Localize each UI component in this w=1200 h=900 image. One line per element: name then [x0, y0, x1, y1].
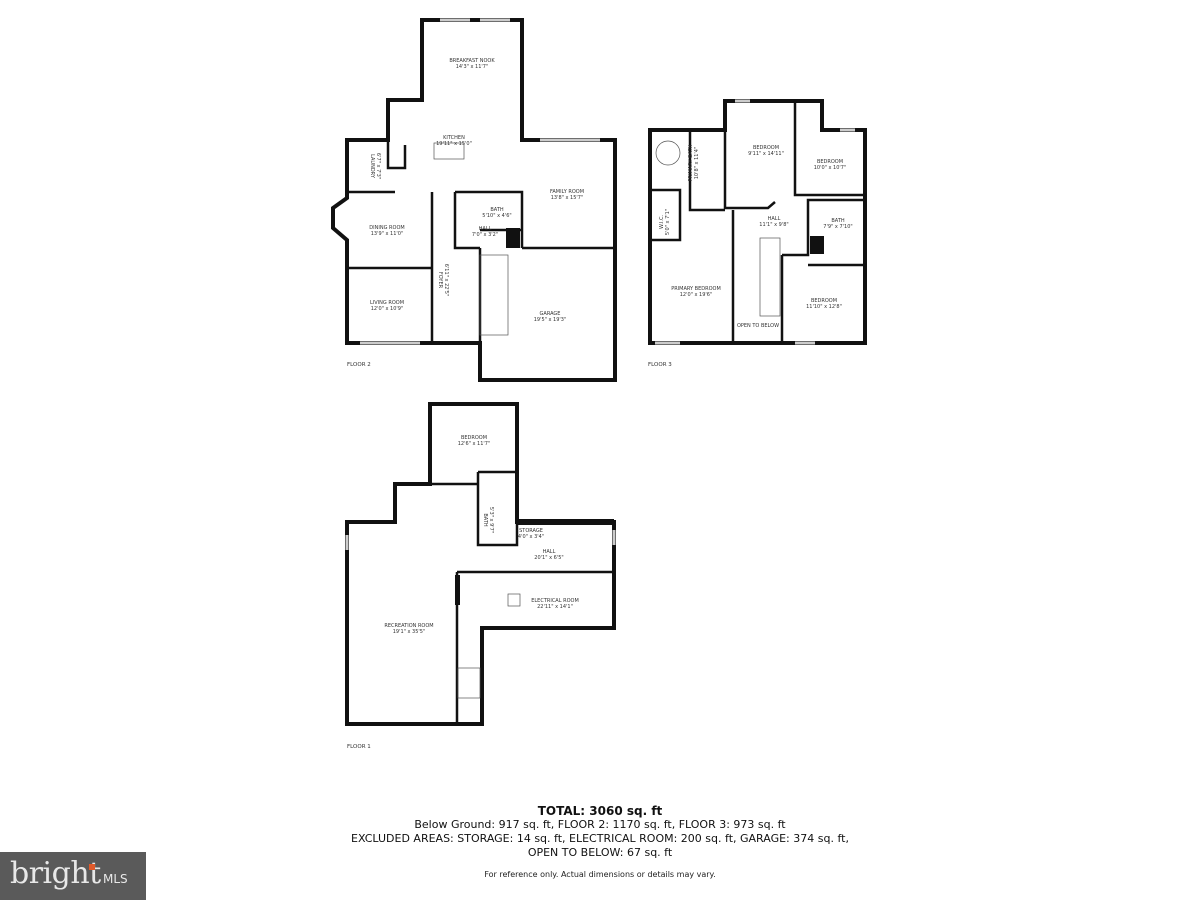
equipment [507, 593, 521, 607]
room-dim: 10'0" x 10'7" [814, 165, 847, 171]
floor-3-plan: BEDROOM 9'11" x 14'11" BEDROOM 10'0" x 1… [648, 99, 867, 368]
wall-post [455, 575, 460, 605]
room-label: FAMILY ROOM [550, 189, 584, 195]
floor-plans: BREAKFAST NOOK 14'3" x 11'7" KITCHEN 19'… [331, 18, 867, 750]
beam [517, 519, 614, 525]
room-label: BEDROOM [461, 435, 487, 441]
room-label: BATH [490, 207, 504, 213]
room-label: BREAKFAST NOOK [449, 58, 495, 64]
room-dim: 7'9" x 7'10" [823, 224, 852, 230]
room-dim: 22'11" x 14'1" [537, 604, 573, 610]
floor-label: FLOOR 1 [347, 744, 371, 750]
room-label: BATH [831, 218, 845, 224]
total-area: TOTAL: 3060 sq. ft [537, 804, 663, 818]
room-dim: 9'11" x 14'11" [748, 151, 784, 157]
logo-suffix: MLS [103, 872, 128, 886]
floor-areas: Below Ground: 917 sq. ft, FLOOR 2: 1170 … [414, 818, 786, 831]
bathtub [655, 140, 681, 166]
room-dim: 6'11" x 22'5" [443, 264, 449, 297]
stairs [457, 667, 481, 699]
room-dim: 19'11" x 15'0" [436, 141, 472, 147]
room-label: KITCHEN [443, 135, 465, 141]
kitchen-island [433, 142, 465, 160]
chimney [810, 236, 824, 254]
room-dim: 14'3" x 11'7" [456, 64, 489, 70]
room-dim: 11'1" x 9'8" [759, 222, 788, 228]
room-dim: 12'6" x 11'7" [458, 441, 491, 447]
room-dim: 19'5" x 19'3" [534, 317, 567, 323]
room-label: BEDROOM [753, 145, 779, 151]
room-label: OPEN TO BELOW [737, 323, 779, 329]
room-dim: 6'7" x 7'3" [375, 153, 381, 179]
room-label: DINING ROOM [369, 225, 404, 231]
room-label: BEDROOM [817, 159, 843, 165]
logo-text: bright [10, 856, 101, 891]
room-dim: 5'10" x 4'6" [482, 213, 511, 219]
room-dim: 13'8" x 15'7" [551, 195, 584, 201]
disclaimer: For reference only. Actual dimensions or… [484, 870, 716, 879]
room-dim: 5'3" x 9'7" [488, 507, 494, 533]
room-label: HALL [543, 549, 556, 555]
logo-accent [89, 864, 95, 870]
room-label: PRIMARY BEDROOM [671, 286, 721, 292]
room-dim: 4'0" x 3'4" [518, 534, 544, 540]
room-dim: 13'9" x 11'0" [371, 231, 404, 237]
room-label: HALL [479, 226, 492, 232]
room-label: FOYER [437, 272, 443, 289]
room-label: GARAGE [540, 311, 561, 317]
room-label: BEDROOM [811, 298, 837, 304]
floor-1-plan: BEDROOM 12'6" x 11'7" BATH 5'3" x 9'7" S… [345, 402, 616, 750]
floor-label: FLOOR 2 [347, 362, 371, 368]
room-label: ELECTRICAL ROOM [531, 598, 579, 604]
floor-label: FLOOR 3 [648, 362, 672, 368]
room-dim: 10'8" x 11'4" [694, 147, 700, 180]
room-dim: 5'0" x 7'1" [665, 209, 671, 235]
room-label: W.I.C. [659, 215, 665, 230]
room-label: RECREATION ROOM [384, 623, 433, 629]
room-dim: 19'1" x 35'5" [393, 629, 426, 635]
stairs [479, 254, 509, 336]
excluded-areas-cont: OPEN TO BELOW: 67 sq. ft [527, 846, 673, 859]
room-dim: 7'0" x 3'2" [472, 232, 498, 238]
room-label: BATH [482, 513, 488, 527]
room-label: LIVING ROOM [370, 300, 404, 306]
bright-mls-logo: bright MLS [0, 852, 146, 900]
room-dim: 20'1" x 6'5" [534, 555, 563, 561]
excluded-areas: EXCLUDED AREAS: STORAGE: 14 sq. ft, ELEC… [351, 832, 849, 845]
room-label: HALL [768, 216, 781, 222]
room-dim: 12'0" x 10'9" [371, 306, 404, 312]
stairs [759, 237, 781, 317]
floor-2-plan: BREAKFAST NOOK 14'3" x 11'7" KITCHEN 19'… [331, 18, 617, 382]
room-label: PRIMARY BATH [688, 144, 694, 181]
chimney [506, 228, 520, 248]
room-dim: 11'10" x 12'8" [806, 304, 842, 310]
room-label: LAUNDRY [369, 154, 375, 179]
room-dim: 12'0" x 19'6" [680, 292, 713, 298]
room-label: STORAGE [519, 528, 543, 534]
